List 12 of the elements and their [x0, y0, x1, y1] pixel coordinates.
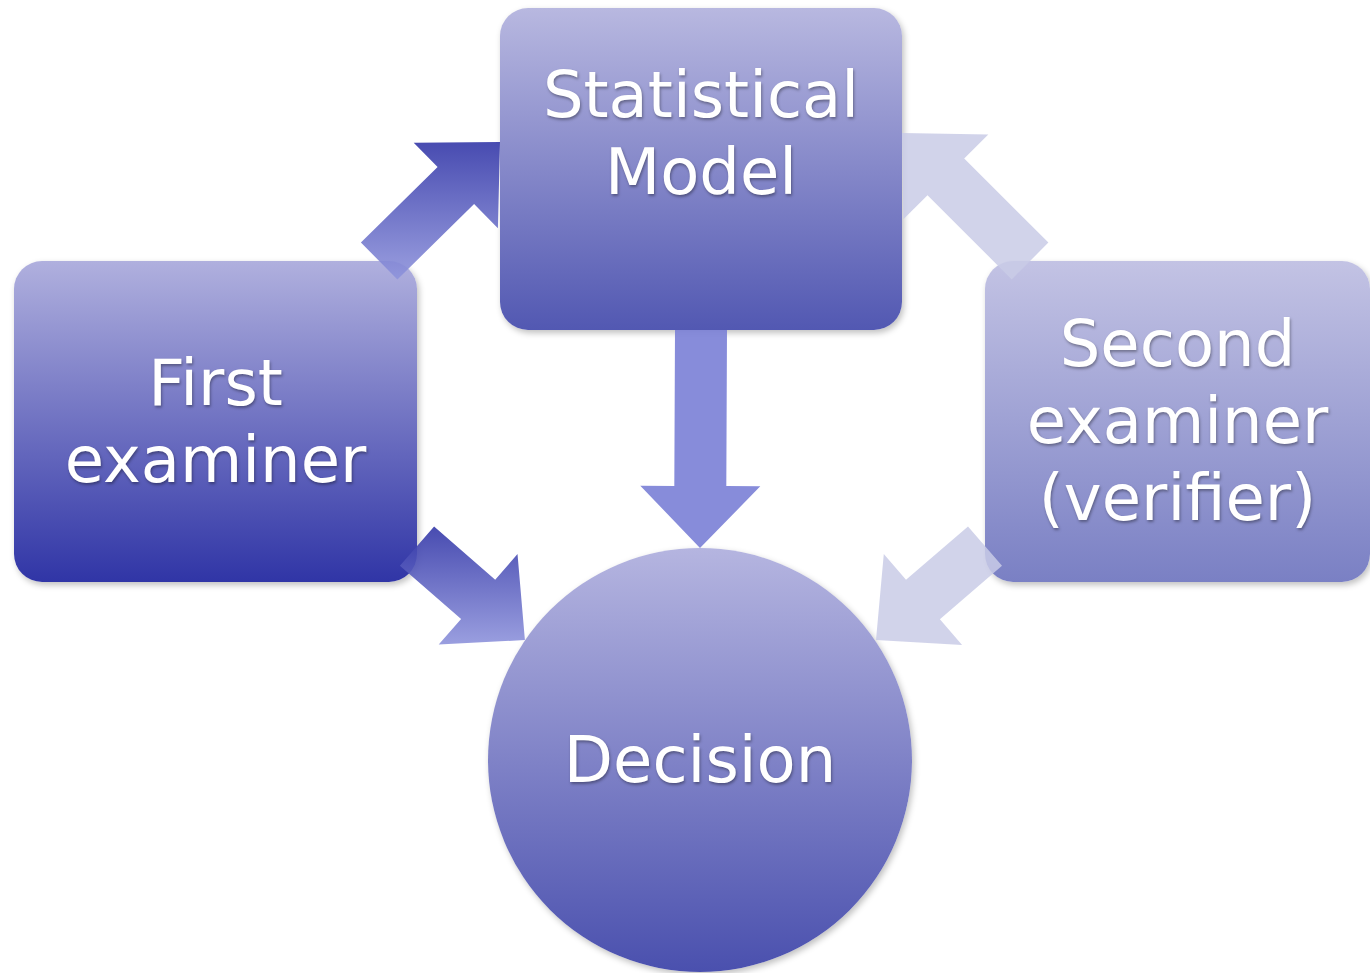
process-box — [985, 261, 1370, 582]
block-arrow — [876, 526, 1002, 645]
block-arrow — [399, 526, 525, 645]
node-label: Decision — [563, 721, 837, 799]
node-label: First examiner — [63, 344, 368, 499]
node-label: Second examiner (verifier) — [1025, 306, 1330, 537]
node-label: Statistical Model — [541, 57, 861, 211]
block-arrow — [640, 329, 761, 548]
process-box — [500, 8, 902, 330]
block-arrow — [360, 142, 500, 280]
block-arrow — [902, 132, 1049, 280]
process-box — [14, 261, 417, 582]
